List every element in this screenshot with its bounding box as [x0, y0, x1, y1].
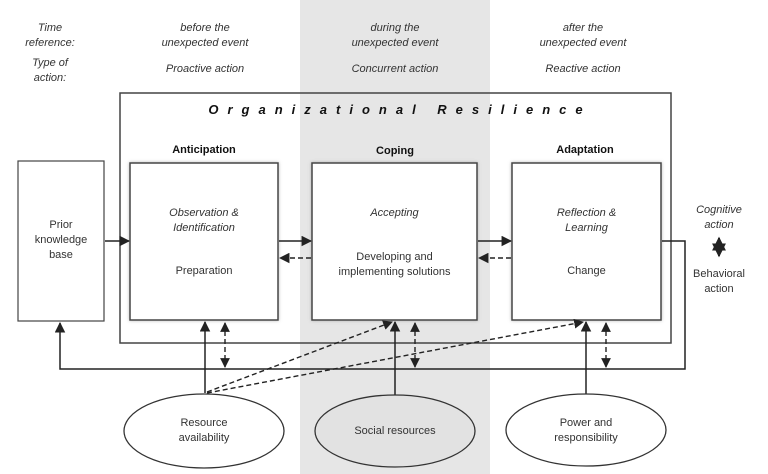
anticipation-box [129, 162, 279, 321]
phase-during-time: during the unexpected event [351, 22, 439, 49]
prior-knowledge-label: Prior knowledge base [34, 219, 88, 261]
phase-before-action: Proactive action [165, 63, 245, 75]
stage-name-coping: Coping [376, 145, 414, 157]
stage-name-anticipation: Anticipation [172, 144, 236, 156]
prior-knowledge-box [17, 160, 105, 322]
coping-cognitive: Accepting [370, 207, 419, 219]
phase-after-time: after the unexpected event [539, 22, 627, 49]
social-resources-ellipse [314, 394, 476, 468]
legend-behavioral-action: Behavioral action [693, 268, 745, 295]
social-resources-label: Social resources [354, 425, 436, 437]
anticipation-cognitive: Observation & Identification [169, 207, 239, 234]
type-of-action-label: Type of action: [32, 57, 68, 84]
phase-after-action: Reactive action [545, 63, 621, 75]
adaptation-cognitive: Reflection & Learning [556, 207, 617, 234]
frame-title: Organizational Resilience [208, 102, 592, 117]
adaptation-box [511, 162, 662, 321]
phase-before-time: before the unexpected event [161, 22, 249, 49]
feedback-loop-line [54, 240, 686, 370]
anticipation-behavioral: Preparation [175, 265, 233, 277]
power-responsibility-ellipse [505, 393, 667, 467]
time-reference-label: Time reference: [25, 22, 75, 49]
phase-during-action: Concurrent action [351, 63, 439, 75]
coping-behavioral: Developing and implementing solutions [338, 251, 451, 278]
coping-box [311, 162, 478, 321]
dashed-arrow-resource-to-coping [206, 320, 393, 393]
adaptation-behavioral: Change [567, 265, 606, 277]
resource-availability-ellipse [123, 393, 285, 469]
stage-name-adaptation: Adaptation [556, 144, 614, 156]
resource-availability-label: Resource availability [178, 417, 230, 444]
power-responsibility-label: Power and responsibility [554, 417, 618, 444]
legend-cognitive-action: Cognitive action [696, 204, 742, 231]
